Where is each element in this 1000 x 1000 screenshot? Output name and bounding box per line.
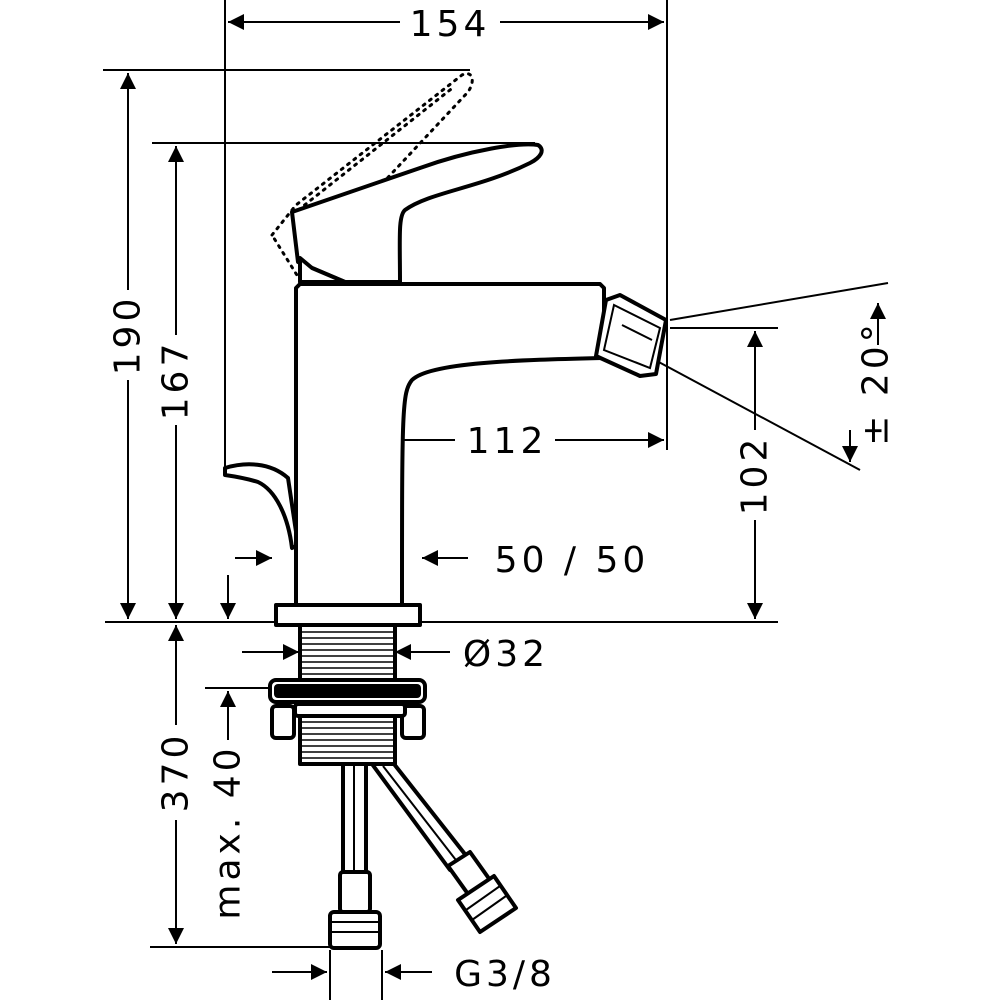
dim-deck-hole: 50 / 50	[495, 540, 650, 581]
dim-spout-reach: 112	[467, 421, 548, 462]
threaded-shank	[298, 623, 397, 682]
dim-connection: G3/8	[454, 954, 556, 995]
dimension-labels: 154 190 167 112 102 ± 20° 50 / 50 Ø32 37…	[108, 4, 897, 995]
dim-height-spout: 167	[156, 340, 197, 421]
dim-deck-thickness: max. 40	[208, 744, 249, 919]
drain-lever	[223, 462, 300, 550]
dimension-lines	[120, 14, 886, 980]
dim-width-total: 154	[410, 4, 491, 45]
handle	[290, 142, 544, 284]
dim-height-total: 190	[108, 295, 149, 376]
dim-below-deck: 370	[156, 732, 197, 813]
dim-shank-diameter: Ø32	[463, 634, 549, 675]
spout-body	[294, 282, 606, 607]
dim-angle: ± 20°	[856, 320, 897, 445]
fixing-nut	[268, 678, 427, 740]
supply-hoses	[328, 762, 518, 950]
faucet-body	[223, 72, 668, 950]
bidet-jet	[594, 293, 668, 378]
dim-spout-height: 102	[735, 435, 776, 516]
